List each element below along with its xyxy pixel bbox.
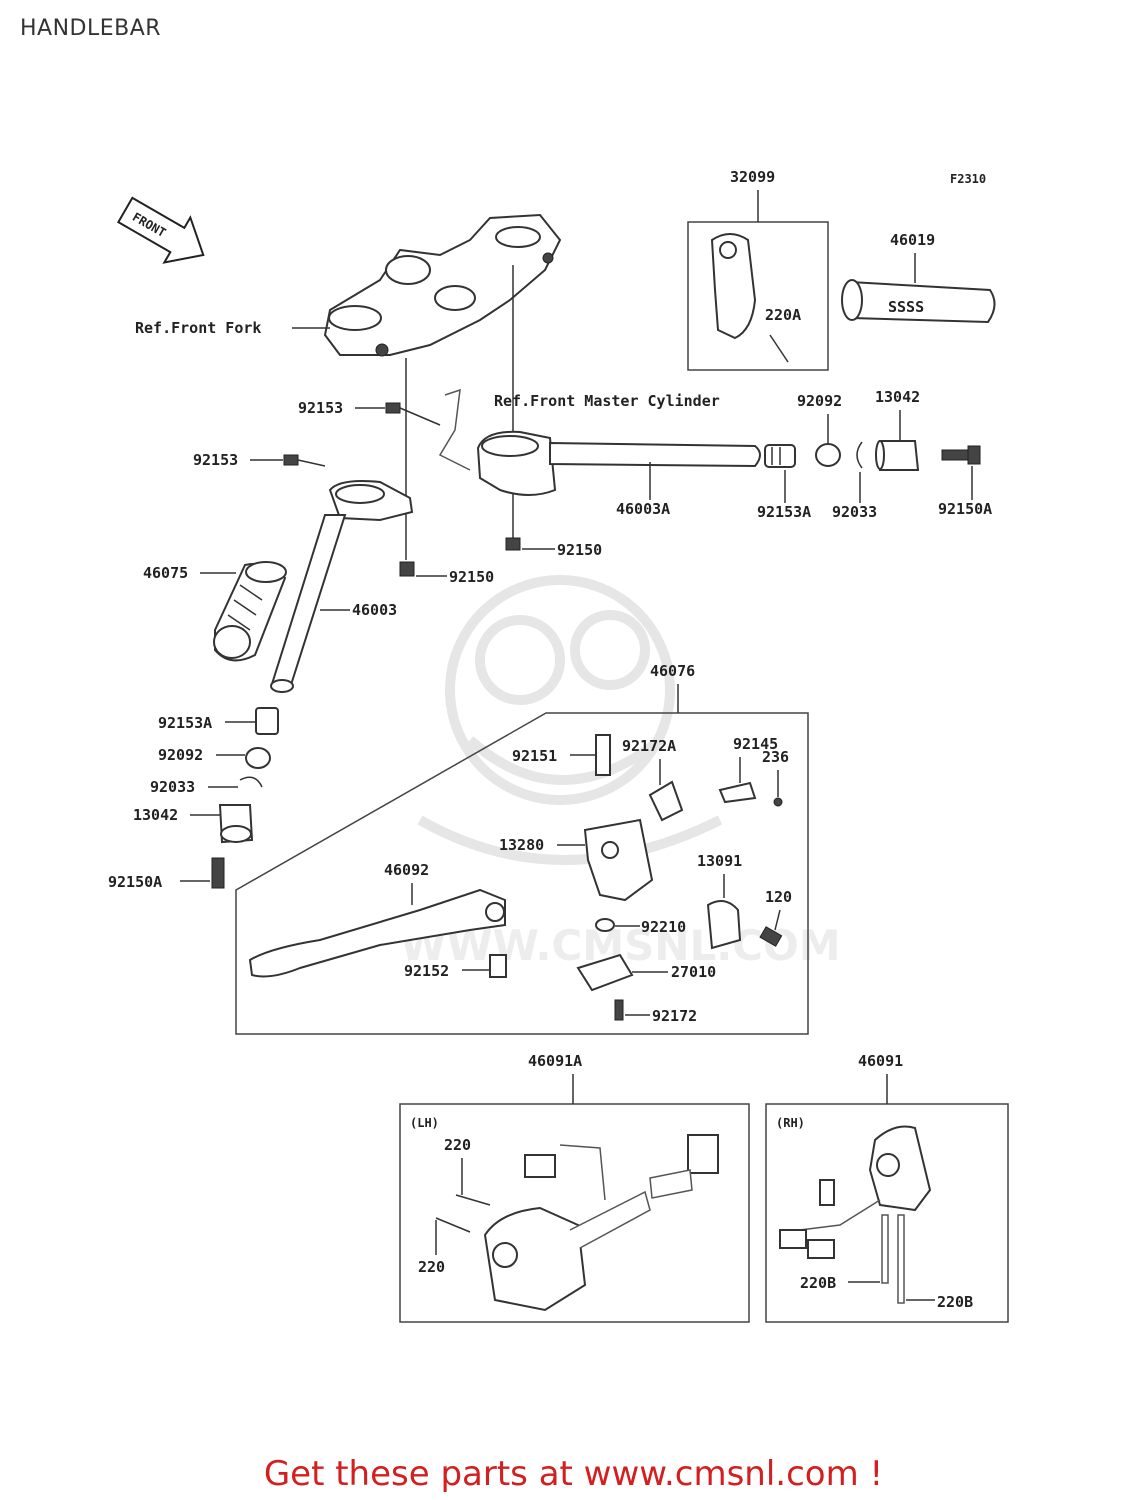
lever-guard-box-32099 [687, 221, 829, 371]
bar-end-insert-92153A-right [764, 444, 796, 468]
handlebar-right-46003A [476, 430, 761, 496]
screw-236 [773, 797, 783, 807]
bolt-92153-top [385, 402, 441, 426]
lh-label: (LH) [410, 1116, 439, 1130]
callout-120: 120 [765, 888, 792, 906]
callout-46019: 46019 [890, 231, 935, 249]
bolt-92150-center [505, 537, 521, 551]
footer-promo-text[interactable]: Get these parts at www.cmsnl.com ! [263, 1454, 884, 1494]
callout-13280: 13280 [499, 836, 544, 854]
lever-assembly-box-46076 [235, 712, 809, 1035]
top-triple-clamp [323, 213, 562, 357]
page-title: HANDLEBAR [20, 16, 162, 41]
front-direction-arrow: FRONT [116, 196, 205, 264]
circlip-92033-right [856, 441, 863, 469]
bar-end-weight-13042-right [875, 440, 920, 471]
bolt-92150A-right [941, 445, 981, 465]
callout-220B-right: 220B [937, 1293, 973, 1311]
callout-46092: 46092 [384, 861, 429, 879]
ref-front-fork-label: Ref.Front Fork [135, 319, 261, 337]
bar-end-weight-13042-left [218, 804, 254, 844]
grip-right-46019: SSSS [841, 279, 996, 324]
grip-left-46075 [213, 561, 287, 662]
handlebar-left-46003 [270, 480, 414, 693]
spacer-92092-left [245, 747, 271, 769]
callout-92210: 92210 [641, 918, 686, 936]
lever-guard-32099 [710, 233, 789, 363]
callout-92150A-right: 92150A [938, 500, 992, 518]
callout-92153-mid: 92153 [193, 451, 238, 469]
callout-13091: 13091 [697, 852, 742, 870]
callout-92033-right: 92033 [832, 503, 877, 521]
callout-92150-left: 92150 [449, 568, 494, 586]
callout-27010: 27010 [671, 963, 716, 981]
callout-220-bottom: 220 [418, 1258, 445, 1276]
bar-end-insert-92153A-left [255, 707, 279, 735]
callout-92033-left: 92033 [150, 778, 195, 796]
circlip-92033-left [239, 776, 263, 788]
callout-92145: 92145 [733, 735, 778, 753]
adjuster-92172A [648, 780, 684, 822]
bolt-92150-left [399, 561, 415, 577]
callout-92153A-left: 92153A [158, 714, 212, 732]
callout-92153-top: 92153 [298, 399, 343, 417]
callout-46091A: 46091A [528, 1052, 582, 1070]
callout-92172: 92172 [652, 1007, 697, 1025]
clamp-13091 [706, 900, 742, 950]
callout-92150A-left: 92150A [108, 873, 162, 891]
lever-holder-13280 [583, 818, 654, 902]
clutch-lever-46092 [248, 888, 506, 978]
callout-13042-right: 13042 [875, 388, 920, 406]
bolt-120 [759, 926, 783, 947]
callout-92092-left: 92092 [158, 746, 203, 764]
spacer-92092-right [815, 443, 841, 467]
callout-92151: 92151 [512, 747, 557, 765]
callout-46003A: 46003A [616, 500, 670, 518]
callout-13042-left: 13042 [133, 806, 178, 824]
collar-92152 [489, 954, 507, 978]
switch-housing-lh [483, 1134, 719, 1312]
screw-92172 [614, 999, 624, 1021]
bolt-92153-mid [283, 454, 326, 467]
callout-236: 236 [762, 748, 789, 766]
switch-box-lh [399, 1103, 750, 1323]
callout-46003: 46003 [352, 601, 397, 619]
callout-46091: 46091 [858, 1052, 903, 1070]
bolt-92150A-left [211, 857, 225, 889]
callout-46075: 46075 [143, 564, 188, 582]
callout-92153A-right: 92153A [757, 503, 811, 521]
callout-32099: 32099 [730, 168, 775, 186]
switch-27010 [576, 953, 634, 992]
callout-220A: 220A [765, 306, 801, 324]
callout-220B-left: 220B [800, 1274, 836, 1292]
callout-220-top: 220 [444, 1136, 471, 1154]
nut-92210 [595, 918, 615, 932]
bolt-92151 [595, 734, 611, 776]
rh-label: (RH) [776, 1116, 805, 1130]
figure-code: F2310 [950, 172, 986, 186]
switch-housing-rh [779, 1125, 932, 1304]
ref-front-master-cylinder-label: Ref.Front Master Cylinder [494, 392, 720, 410]
callout-92150-center: 92150 [557, 541, 602, 559]
grip-pattern: SSSS [888, 298, 924, 316]
callout-92152: 92152 [404, 962, 449, 980]
spring-92145 [718, 781, 757, 804]
callout-46076: 46076 [650, 662, 695, 680]
callout-92172A: 92172A [622, 737, 676, 755]
callout-92092-right: 92092 [797, 392, 842, 410]
